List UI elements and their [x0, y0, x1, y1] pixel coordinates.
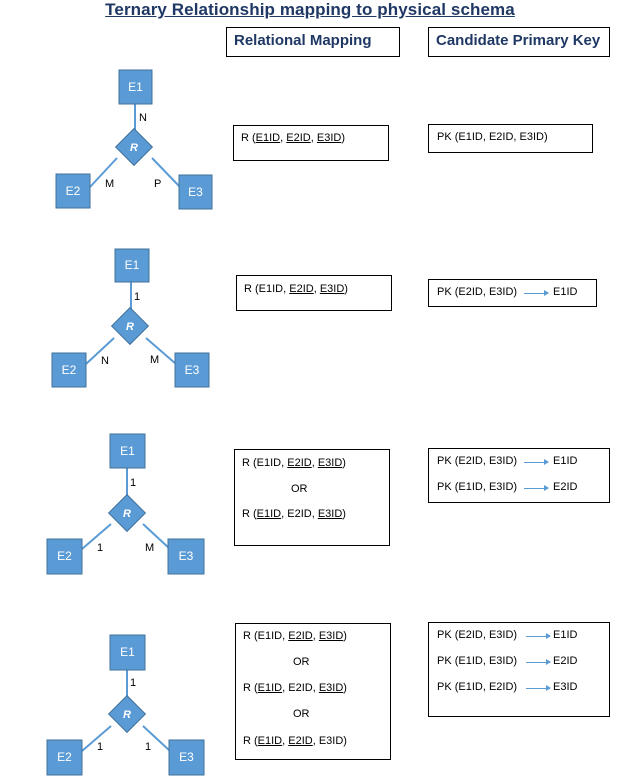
pk-target: E1ID [553, 286, 578, 298]
mapping-line: R (E1ID, E2ID, E3ID) [243, 682, 347, 694]
relationship-r: R [107, 694, 147, 734]
relational-mapping-box-2: R (E1ID, E2ID, E3ID) [236, 275, 392, 311]
entity-e3: E3 [168, 739, 205, 776]
relational-mapping-box-4: R (E1ID, E2ID, E3ID) OR R (E1ID, E2ID, E… [235, 623, 391, 760]
mapping-line: R (E1ID, E2ID, E3ID) [241, 132, 345, 144]
entity-e2: E2 [55, 173, 91, 209]
determines-arrow-icon [524, 485, 549, 491]
entity-e1: E1 [114, 248, 150, 283]
cardinality-e1: 1 [130, 477, 136, 489]
pk-target: E2ID [553, 481, 578, 493]
svg-text:R: R [123, 709, 131, 721]
pk-target: E1ID [553, 455, 578, 467]
pk-text: PK (E1ID, E3ID) [437, 481, 518, 493]
cardinality-e1: 1 [130, 677, 136, 689]
candidate-key-box-3: PK (E2ID, E3ID) E1ID PK (E1ID, E3ID) E2I… [428, 448, 610, 503]
er-diagram-2: E1 E2 E3 R 1 N M [51, 248, 210, 388]
svg-text:E1: E1 [128, 80, 143, 94]
entity-e1: E1 [118, 69, 153, 105]
svg-text:E1: E1 [120, 645, 135, 659]
pk-text: PK (E1ID, E2ID, E3ID) [437, 131, 548, 143]
pk-target: E2ID [553, 655, 578, 667]
svg-text:R: R [123, 508, 131, 520]
entity-e3: E3 [167, 538, 205, 575]
relational-mapping-header: Relational Mapping [226, 27, 400, 57]
determines-arrow-icon [526, 659, 551, 665]
pk-target: E1ID [553, 629, 578, 641]
pk-text: PK (E2ID, E3ID) [437, 286, 518, 298]
or-label: OR [293, 656, 310, 668]
cardinality-e2: M [105, 178, 114, 190]
er-diagram-4: E1 E2 E3 R 1 1 1 [46, 634, 205, 776]
candidate-primary-key-header: Candidate Primary Key [428, 27, 610, 57]
svg-text:E1: E1 [120, 444, 135, 458]
svg-text:E3: E3 [179, 750, 194, 764]
svg-text:E2: E2 [57, 549, 72, 563]
cardinality-e2: 1 [97, 542, 103, 554]
relationship-r: R [107, 493, 147, 533]
entity-e3: E3 [174, 352, 210, 388]
cardinality-e2: N [101, 355, 109, 367]
entity-e1: E1 [109, 433, 146, 469]
or-label: OR [293, 708, 310, 720]
mapping-line: R (E1ID, E2ID, E3ID) [242, 457, 346, 469]
entity-e2: E2 [51, 352, 87, 388]
svg-text:E3: E3 [188, 185, 203, 199]
er-diagram-1: E1 E2 E3 R N M P [55, 69, 213, 210]
candidate-key-box-1: PK (E1ID, E2ID, E3ID) [428, 124, 593, 153]
entity-e2: E2 [46, 739, 83, 776]
svg-text:E1: E1 [125, 258, 140, 272]
relationship-r: R [114, 127, 154, 167]
svg-text:E2: E2 [66, 184, 81, 198]
pk-text: PK (E2ID, E3ID) [437, 629, 518, 641]
page-title: Ternary Relationship mapping to physical… [105, 0, 515, 19]
cardinality-e3: M [145, 542, 154, 554]
er-diagram-3: E1 E2 E3 R 1 1 M [46, 433, 205, 575]
svg-text:E2: E2 [62, 363, 77, 377]
entity-e2: E2 [46, 538, 83, 575]
mapping-line: R (E1ID, E2ID, E3ID) [244, 283, 348, 295]
entity-e1: E1 [109, 634, 146, 671]
cardinality-e2: 1 [97, 741, 103, 753]
relationship-r: R [110, 306, 150, 346]
relational-mapping-box-1: R (E1ID, E2ID, E3ID) [233, 125, 389, 161]
mapping-line: R (E1ID, E2ID, E3ID) [242, 508, 346, 520]
mapping-line: R (E1ID, E2ID, E3ID) [243, 630, 347, 642]
candidate-key-box-4: PK (E2ID, E3ID) E1ID PK (E1ID, E3ID) E2I… [428, 622, 610, 717]
relational-mapping-box-3: R (E1ID, E2ID, E3ID) OR R (E1ID, E2ID, E… [234, 449, 390, 546]
determines-arrow-icon [526, 685, 551, 691]
svg-text:E3: E3 [185, 363, 200, 377]
or-label: OR [291, 483, 308, 495]
pk-target: E3ID [553, 681, 578, 693]
cardinality-e3: M [150, 354, 159, 366]
entity-e3: E3 [178, 174, 213, 210]
pk-text: PK (E1ID, E3ID) [437, 655, 518, 667]
determines-arrow-icon [526, 633, 551, 639]
determines-arrow-icon [524, 459, 549, 465]
mapping-line: R (E1ID, E2ID, E3ID) [243, 735, 347, 747]
candidate-key-box-2: PK (E2ID, E3ID) E1ID [428, 279, 597, 307]
pk-text: PK (E1ID, E2ID) [437, 681, 518, 693]
svg-text:R: R [126, 321, 134, 333]
determines-arrow-icon [524, 290, 549, 296]
cardinality-e3: 1 [145, 741, 151, 753]
pk-text: PK (E2ID, E3ID) [437, 455, 518, 467]
svg-text:R: R [130, 142, 138, 154]
svg-text:E2: E2 [57, 750, 72, 764]
cardinality-e3: P [154, 178, 161, 190]
svg-text:E3: E3 [179, 549, 194, 563]
cardinality-e1: N [139, 112, 147, 124]
cardinality-e1: 1 [134, 291, 140, 303]
